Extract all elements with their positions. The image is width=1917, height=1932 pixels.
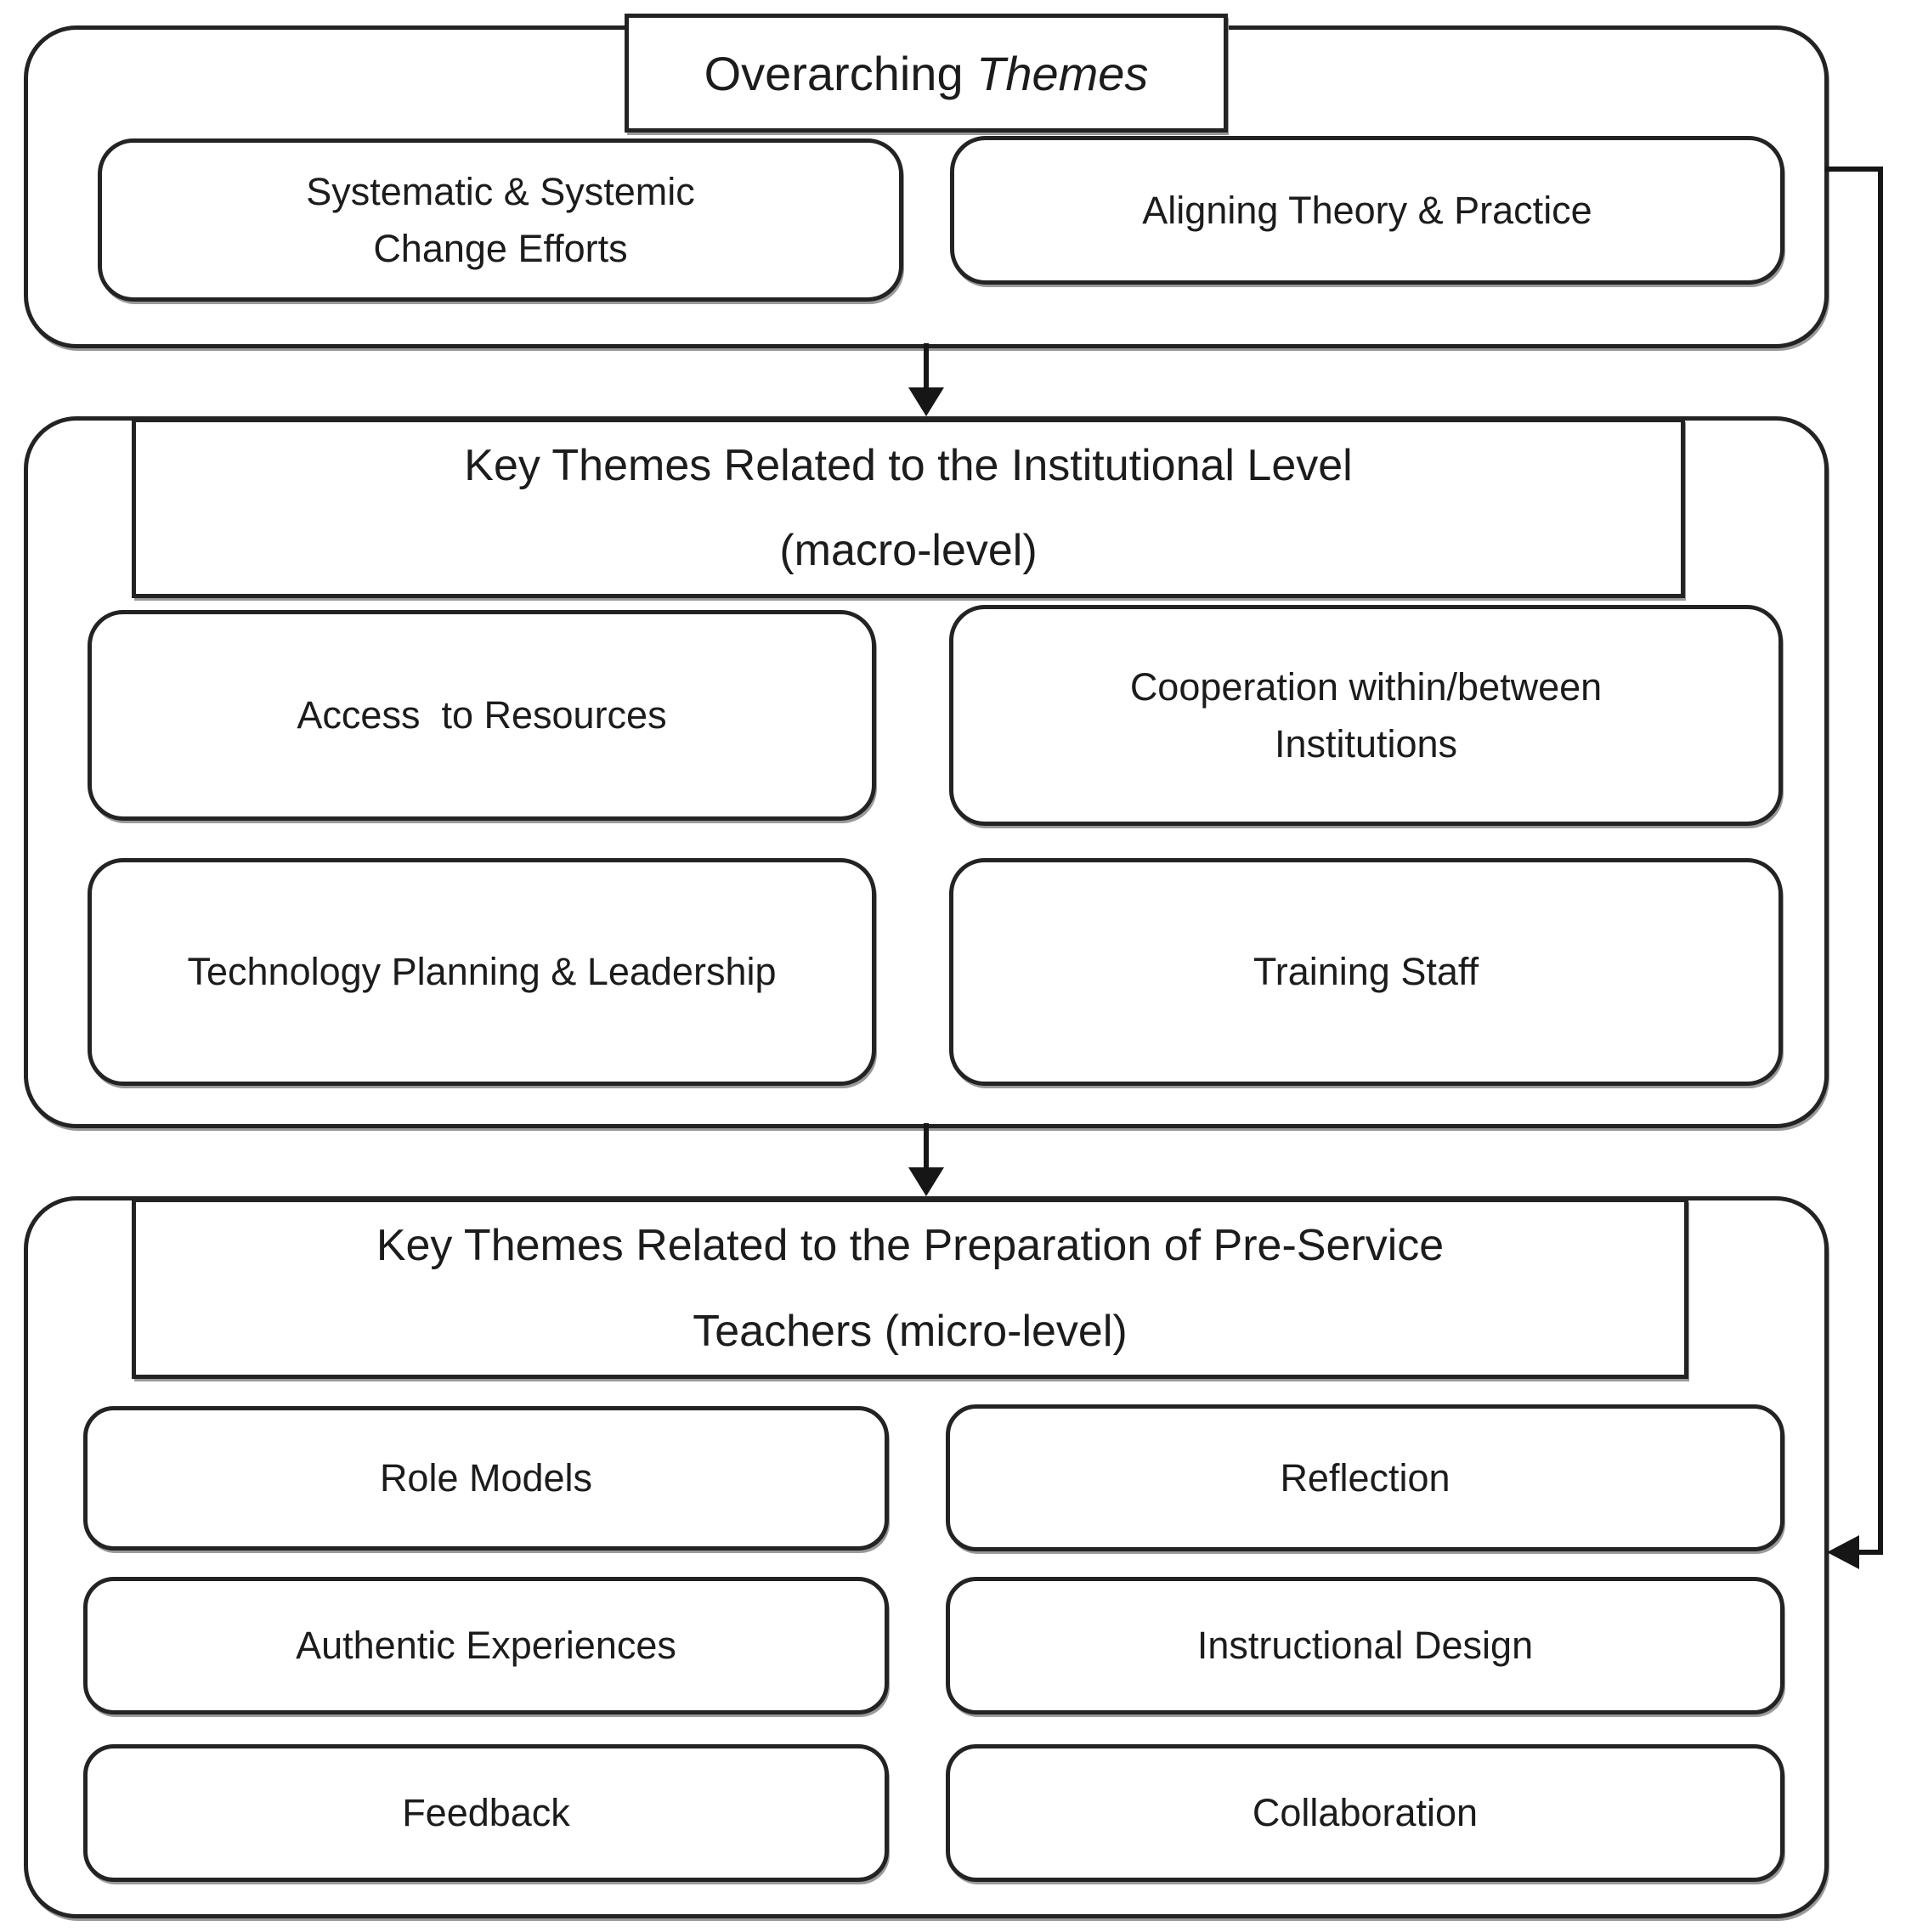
box-label: Role Models xyxy=(379,1456,593,1500)
box-instructional-design: Instructional Design xyxy=(946,1577,1784,1715)
box-label: Access to Resources xyxy=(297,693,667,737)
box-role-models: Role Models xyxy=(83,1406,889,1551)
arrow-top-to-middle-line xyxy=(924,343,929,389)
box-authentic-experiences: Authentic Experiences xyxy=(83,1577,889,1715)
feedback-connector-bottom-segment xyxy=(1858,1550,1883,1555)
box-label: Systematic & Systemic Change Efforts xyxy=(306,169,706,271)
arrowhead-down-icon xyxy=(908,1167,944,1196)
box-reflection: Reflection xyxy=(946,1404,1784,1551)
arrow-middle-to-bottom-line xyxy=(924,1123,929,1169)
box-label: Authentic Experiences xyxy=(296,1624,676,1668)
box-label: Reflection xyxy=(1280,1455,1450,1500)
box-cooperation-institutions: Cooperation within/between Institutions xyxy=(949,605,1783,826)
box-label: Training Staff xyxy=(1253,950,1479,994)
bottom-section-title-line2: Teachers (micro-level) xyxy=(693,1306,1128,1356)
middle-section-title-box: Key Themes Related to the Institutional … xyxy=(132,418,1685,598)
top-section-title-box: Overarching Themes xyxy=(625,14,1228,133)
arrowhead-down-icon xyxy=(908,387,944,416)
box-collaboration: Collaboration xyxy=(946,1744,1784,1882)
box-label: Collaboration xyxy=(1252,1791,1479,1835)
box-label: Cooperation within/between Institutions xyxy=(1129,664,1613,766)
arrowhead-left-icon xyxy=(1827,1535,1859,1569)
box-access-to-resources: Access to Resources xyxy=(88,610,876,821)
top-section-title: Overarching Themes xyxy=(704,46,1149,100)
box-technology-planning-leadership: Technology Planning & Leadership xyxy=(88,858,876,1086)
box-aligning-theory-practice: Aligning Theory & Practice xyxy=(950,136,1784,285)
box-label: Aligning Theory & Practice xyxy=(1142,188,1592,232)
middle-section-title-line1: Key Themes Related to the Institutional … xyxy=(464,440,1353,490)
box-label: Feedback xyxy=(402,1791,570,1835)
middle-section-title-line2: (macro-level) xyxy=(779,526,1038,575)
box-feedback: Feedback xyxy=(83,1744,889,1882)
box-training-staff: Training Staff xyxy=(949,858,1783,1086)
bottom-section-title-line1: Key Themes Related to the Preparation of… xyxy=(376,1221,1445,1271)
box-systematic-systemic-change: Systematic & Systemic Change Efforts xyxy=(98,138,903,302)
box-label: Technology Planning & Leadership xyxy=(187,950,777,994)
bottom-section-title-box: Key Themes Related to the Preparation of… xyxy=(132,1198,1688,1379)
feedback-connector-vertical-segment xyxy=(1878,167,1883,1555)
feedback-connector-top-segment xyxy=(1825,167,1883,172)
box-label: Instructional Design xyxy=(1196,1624,1534,1668)
